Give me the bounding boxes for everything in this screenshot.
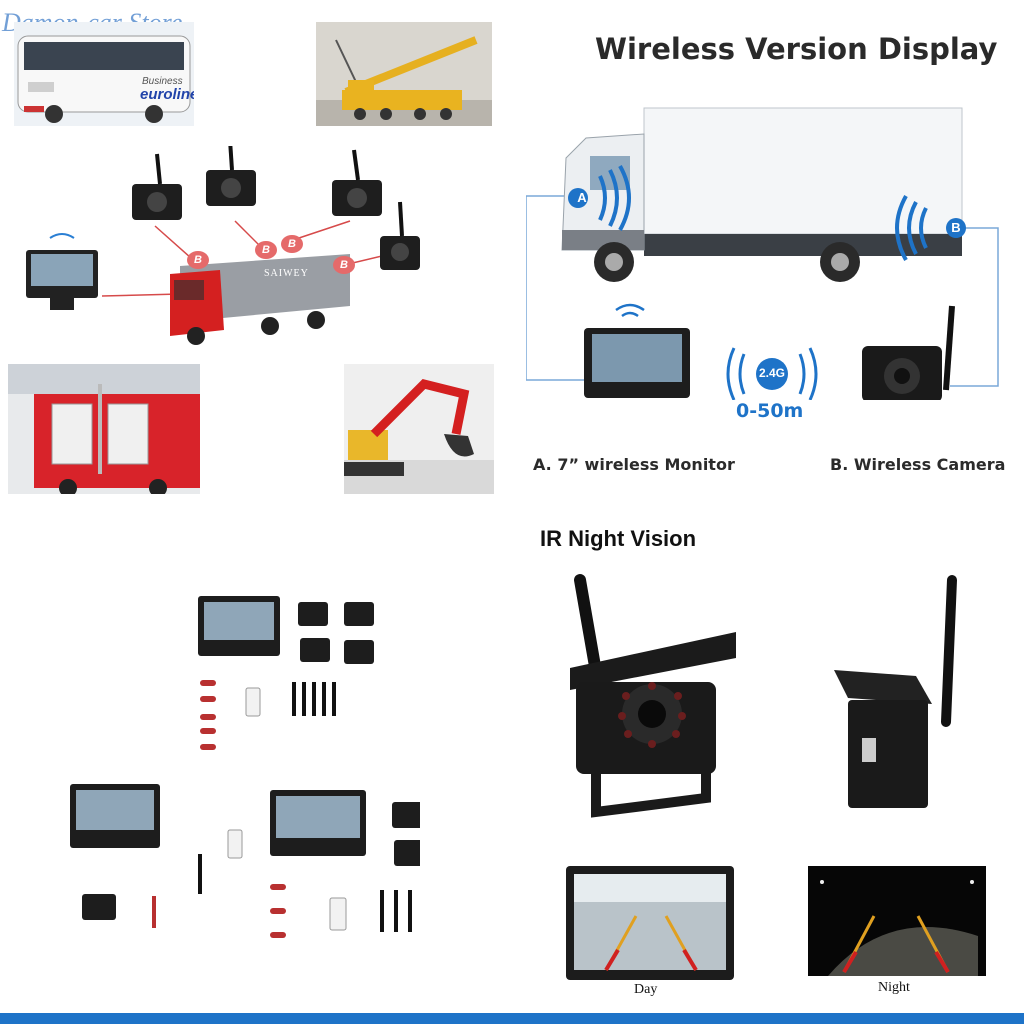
day-screen (566, 866, 734, 980)
bottom-accent-bar (0, 1013, 1024, 1024)
night-vision-cameras (570, 574, 957, 818)
camera-caption: B. Wireless Camera (830, 455, 1006, 474)
night-label: Night (878, 980, 910, 995)
wireless-truck-diagram (526, 107, 999, 400)
night-screen (808, 866, 986, 976)
fire-truck-photo (8, 364, 200, 494)
range-label: 0-50m (736, 400, 804, 422)
label-b-badge: B (951, 220, 961, 235)
day-label: Day (634, 982, 658, 997)
badge-b-2: B (255, 241, 277, 259)
truck-camera-diagram (26, 146, 420, 345)
crane-photo (316, 22, 492, 126)
bus-photo: Business eurolines (14, 22, 194, 126)
badge-b-4: B (333, 256, 355, 274)
excavator-photo (344, 364, 494, 494)
truck-brand-text: SAIWEY (264, 268, 309, 279)
monitor-caption: A. 7” wireless Monitor (533, 455, 735, 474)
badge-b-3: B (281, 235, 303, 253)
label-a-badge: A (577, 190, 587, 205)
bus-text-eurolines: eurolines (140, 86, 194, 103)
package-kits (70, 596, 420, 938)
bus-text-business: Business (142, 76, 183, 87)
badge-b-1: B (187, 251, 209, 269)
freq-label: 2.4G (758, 366, 785, 380)
wireless-title: Wireless Version Display (595, 32, 998, 66)
night-vision-title: IR Night Vision (540, 526, 697, 551)
